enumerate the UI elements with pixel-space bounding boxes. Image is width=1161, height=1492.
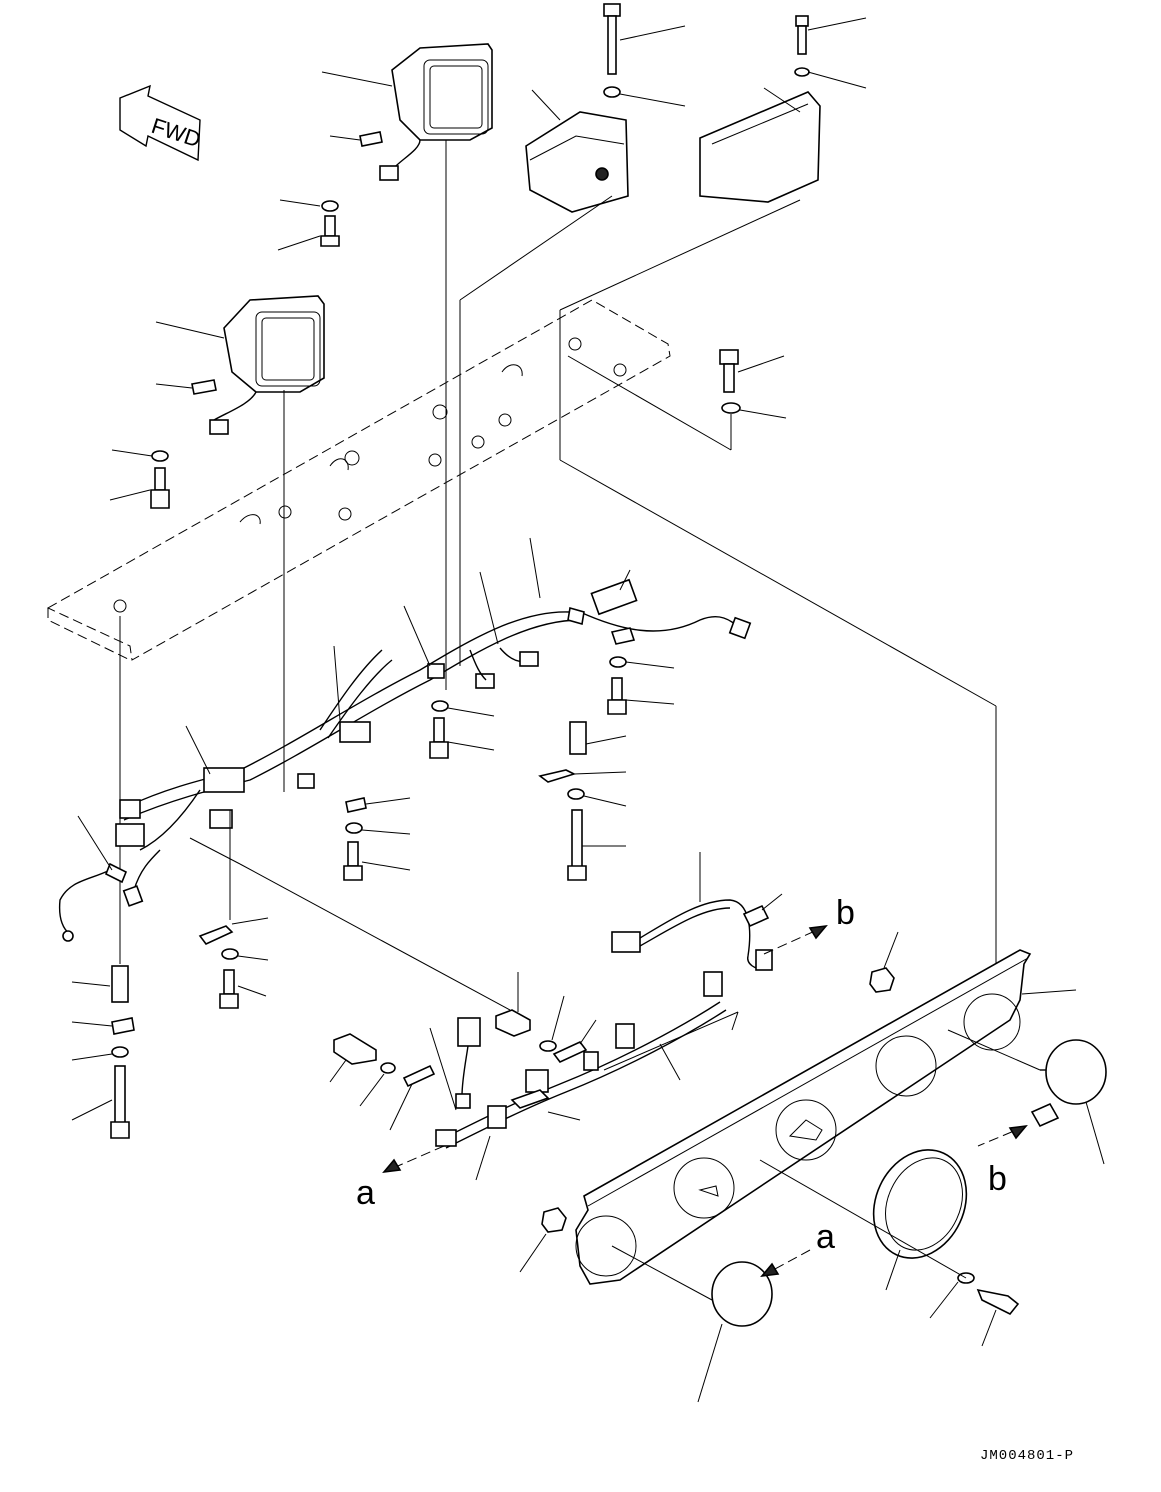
callout-a-left: a xyxy=(356,1174,375,1212)
rear-light-panel xyxy=(575,949,1077,1285)
rear-lamp-left xyxy=(611,1245,773,1403)
rear-reflector xyxy=(759,1149,1020,1347)
lamp-module xyxy=(525,89,629,213)
harness-hardware xyxy=(71,656,675,1139)
callout-arrows xyxy=(382,924,1028,1278)
lamp-bolt-upper xyxy=(277,199,340,251)
callout-b-right: b xyxy=(988,1160,1007,1198)
callout-a-right: a xyxy=(816,1218,835,1256)
fwd-arrow-icon: FWD xyxy=(119,84,204,162)
wire-harness-main xyxy=(58,578,752,942)
work-lamp-lower xyxy=(155,295,325,435)
fwd-label: FWD xyxy=(148,113,203,152)
callout-b-upper: b xyxy=(836,894,855,932)
drawing-code: JM004801-P xyxy=(980,1448,1075,1464)
assembly-leaders xyxy=(119,140,997,1011)
lamp-bolt-lower xyxy=(109,449,170,509)
cover-bracket xyxy=(699,15,867,203)
mounting-plate xyxy=(46,299,671,661)
harness-leaders xyxy=(77,537,631,871)
rear-lamp-right xyxy=(947,1029,1107,1165)
work-lamp-upper xyxy=(321,43,493,181)
long-bolt-top xyxy=(603,3,686,107)
rear-harness xyxy=(429,852,783,1181)
plate-bolt-right xyxy=(719,349,787,419)
rear-fasteners xyxy=(329,931,899,1273)
